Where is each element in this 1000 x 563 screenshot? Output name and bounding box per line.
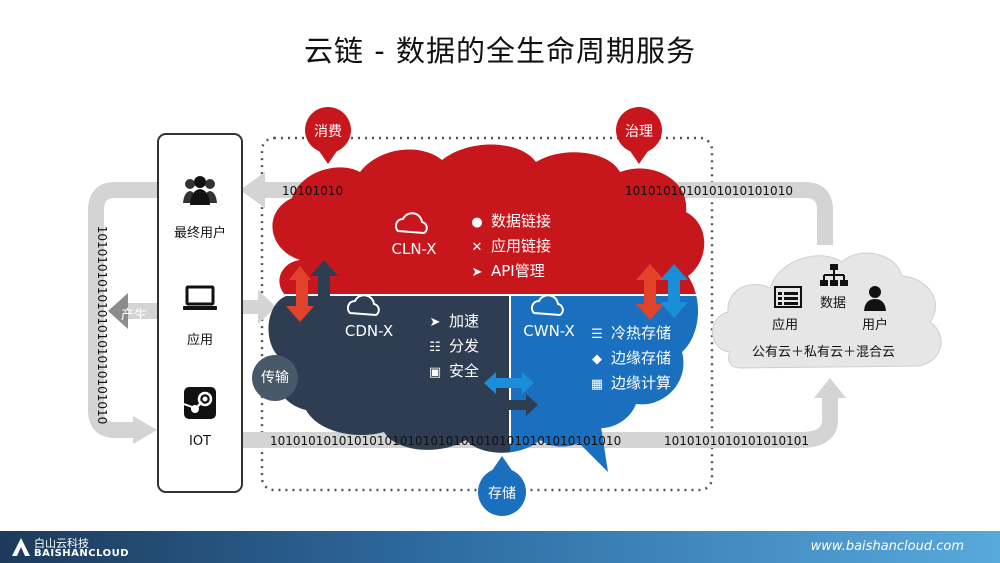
binary-left-vertical: 10101010101010101010101010 (95, 225, 109, 425)
sitemap-icon (820, 264, 848, 286)
left-loop-arrow (88, 182, 157, 438)
page-title: 云链 - 数据的全生命周期服务 (304, 34, 696, 68)
binary-top-right: 1010101010101010101010 (625, 184, 793, 198)
laptop-icon (183, 285, 217, 310)
users-icon (183, 176, 217, 205)
transmit-badge: 传输 (252, 355, 298, 401)
cwn-feature-2: ◆边缘存储 (588, 347, 671, 368)
dropbox-icon: ◆ (592, 352, 602, 367)
cln-cloud-icon (394, 212, 428, 235)
calculator-icon: ▦ (590, 377, 604, 392)
footer-logo-en: BAISHANCLOUD (34, 548, 130, 559)
list-window-icon (774, 286, 802, 308)
database-icon: ☰ (591, 327, 603, 342)
binary-top-left: 10101010 (282, 184, 344, 198)
rocket-icon: ➤ (429, 315, 441, 330)
cdn-name: CDN-X (344, 322, 394, 340)
cln-region (268, 144, 705, 295)
left-item-label-app: 应用 (186, 333, 213, 348)
steam-icon (184, 387, 216, 419)
consume-label: 消费 (314, 124, 342, 140)
main-cloud (268, 144, 705, 453)
cdn-cloud-icon (346, 294, 380, 317)
plug-icon: ➤ (471, 265, 483, 280)
footer-url[interactable]: www.baishancloud.com (810, 539, 964, 554)
footer-bar: 白山云科技 BAISHANCLOUD www.baishancloud.com (0, 531, 1000, 563)
store-label: 存储 (488, 486, 516, 502)
consume-pin: 消费 (303, 106, 353, 166)
cln-cdn-sync-arrows-left (286, 260, 338, 322)
share-icon: ● (471, 215, 483, 230)
unlink-icon: ✕ (471, 240, 483, 255)
store-pin: 存储 (476, 456, 528, 516)
left-item-label-users: 最终用户 (173, 226, 226, 241)
cln-name: CLN-X (391, 240, 437, 258)
cdn-feature-3: ▣安全 (426, 360, 479, 381)
cloud-tail (566, 420, 608, 472)
binary-bottom-main: 1010101010101010101010101010101010101010… (270, 434, 622, 448)
cln-feature-3: ➤API管理 (468, 260, 545, 281)
govern-pin: 治理 (614, 106, 664, 166)
left-item-label-iot: IOT (188, 434, 211, 449)
public-cloud-shape (712, 252, 942, 369)
right-cloud-caption: 公有云＋私有云＋混合云 (752, 345, 896, 360)
right-cloud-user-label: 用户 (862, 318, 889, 333)
footer-logo-cn: 白山云科技 (34, 537, 89, 550)
baishan-logo-icon (12, 538, 30, 556)
cdn-feature-1: ➤加速 (426, 310, 479, 331)
app-to-cdn-arrow (240, 300, 260, 314)
cln-feature-2: ✕应用链接 (468, 235, 551, 256)
right-cloud-app-label: 应用 (772, 318, 799, 333)
cln-feature-1: ●数据链接 (468, 210, 551, 231)
user-icon (864, 286, 886, 311)
produce-label: 产生 (121, 308, 148, 323)
cwn-feature-1: ☰冷热存储 (588, 322, 671, 343)
cwn-name: CWN-X (523, 322, 575, 340)
govern-loop-arrow (612, 182, 833, 245)
cln-cwn-sync-arrows-right (636, 264, 688, 320)
sitemap-icon: ☷ (429, 340, 441, 355)
right-cloud-data-label: 数据 (820, 296, 847, 311)
cwn-cloud-icon (530, 294, 564, 317)
binary-bottom-right: 1010101010101010101 (664, 434, 810, 448)
produce-arrow-body (128, 303, 158, 319)
cdn-cwn-exchange-arrows (484, 372, 538, 416)
left-loop-arrowhead (133, 416, 157, 444)
cwn-feature-3: ▦边缘计算 (588, 372, 671, 393)
lock-icon: ▣ (428, 365, 442, 380)
cdn-feature-2: ☷分发 (426, 335, 479, 356)
govern-label: 治理 (625, 124, 653, 140)
produce-arrowhead (108, 293, 128, 329)
endpoint-panel: 最终用户 应用 IOT (157, 133, 243, 493)
store-loop-arrow (240, 395, 838, 448)
